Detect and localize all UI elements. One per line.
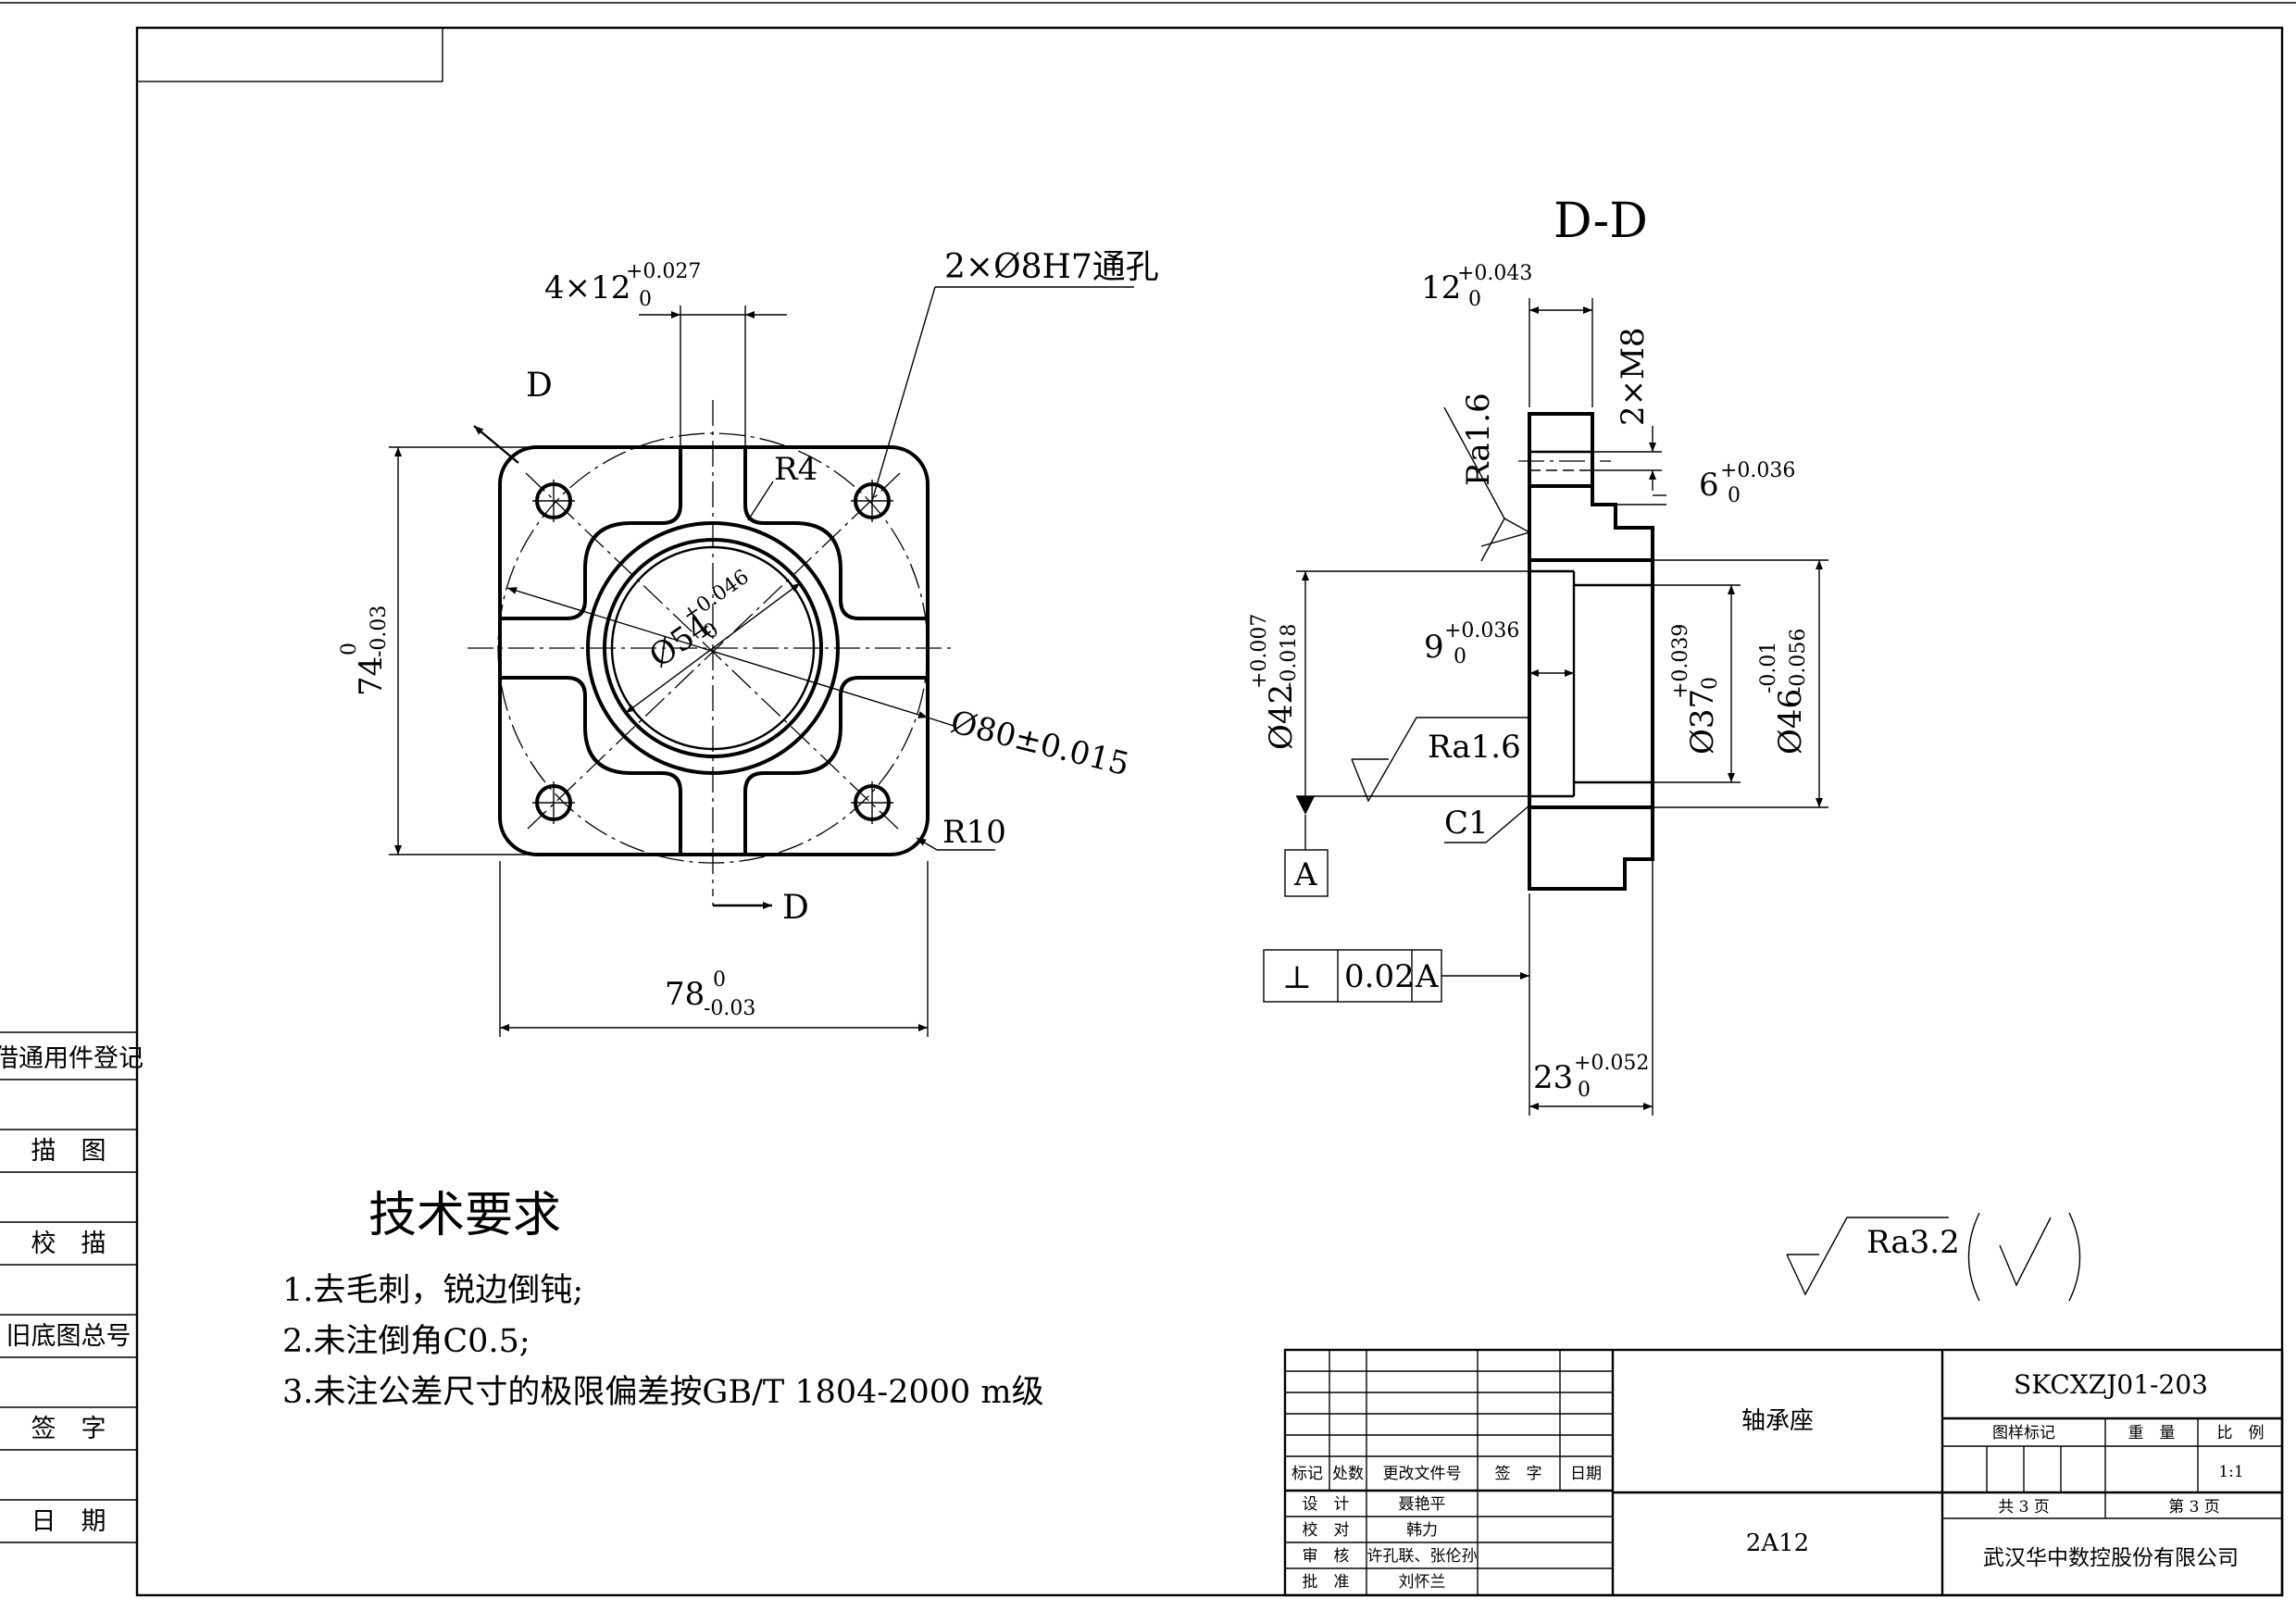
dim-d46-main: Ø46	[1772, 689, 1809, 755]
tb-sheet-total: 共 3 页	[1998, 1498, 2050, 1517]
dim-slot-width: 4×12	[544, 269, 630, 306]
dim-d42-main: Ø42	[1263, 684, 1300, 750]
dim-height: 74 0 -0.03	[338, 606, 391, 696]
geometric-tolerance-frame: ⊥ 0.02 A	[1263, 949, 1529, 1003]
dim-step-tol-lower: 0	[1728, 484, 1741, 507]
tb-name-approve: 刘怀兰	[1399, 1573, 1446, 1592]
dim-width-tol-lower: -0.03	[704, 997, 755, 1020]
dim-depth-tol-upper: +0.036	[1444, 619, 1519, 643]
dim-pcd: Ø80±0.015	[947, 704, 1133, 783]
mounting-hole	[851, 781, 893, 824]
technical-requirements: 技术要求 1.去毛刺，锐边倒钝; 2.未注倒角C0.5; 3.未注公差尺寸的极限…	[282, 1188, 1044, 1411]
side-label-trace: 描 图	[31, 1137, 106, 1166]
dim-d42-tol-lower: -0.018	[1278, 624, 1301, 689]
requirement-item: 1.去毛刺，锐边倒钝;	[282, 1272, 583, 1309]
tb-scale-value: 1:1	[2218, 1463, 2243, 1481]
tb-stage-label: 图样标记	[1992, 1424, 2055, 1442]
tb-name-design: 聂艳平	[1399, 1495, 1446, 1514]
dim-r4: R4	[774, 451, 817, 488]
dim-d37-tol-upper: +0.039	[1669, 624, 1692, 699]
dim-width-tol-upper: 0	[713, 968, 726, 992]
tb-header-mark: 标记	[1292, 1465, 1323, 1483]
tb-header-change-doc: 更改文件号	[1383, 1465, 1462, 1483]
tb-role-review: 审 核	[1303, 1547, 1350, 1566]
dim-length-tol-upper: +0.052	[1574, 1052, 1649, 1075]
left-side-strip: 借通用件登记 描 图 校 描 旧底图总号 签 字 日 期	[0, 1031, 144, 1543]
front-view: D D 4×12 +0.027 0 2×Ø8H7通孔 R4 R10 Ø54 +0…	[338, 248, 1159, 1037]
side-label-signature: 签 字	[31, 1415, 106, 1443]
section-title: D-D	[1554, 194, 1648, 249]
general-roughness: Ra3.2	[1786, 1212, 2081, 1302]
title-block: 标记 处数 更改文件号 签 字 日期 设 计 校 对 审 核 批 准 聂艳平 韩…	[1283, 1348, 2284, 1597]
side-label-borrow: 借通用件登记	[0, 1044, 144, 1073]
dim-slot-tol-lower: 0	[639, 288, 652, 311]
tb-name-review: 许孔联、张伦孙	[1367, 1547, 1478, 1566]
section-mark-bottom: D	[782, 889, 809, 927]
tolerance-value: 0.02	[1344, 958, 1415, 995]
dim-d42-tol-upper: +0.007	[1248, 614, 1271, 689]
dim-height-tol-lower: -0.03	[368, 606, 391, 657]
dim-chamfer: C1	[1444, 805, 1489, 842]
side-label-date: 日 期	[31, 1507, 106, 1536]
dim-depth-tol-lower: 0	[1454, 645, 1466, 668]
tolerance-datum: A	[1415, 958, 1439, 995]
dim-length: 23	[1533, 1059, 1573, 1096]
tb-role-approve: 批 准	[1303, 1573, 1350, 1592]
dim-r10: R10	[942, 814, 1006, 851]
roughness-top: Ra1.6	[1460, 393, 1497, 486]
tb-header-count: 处数	[1332, 1465, 1364, 1483]
datum-label: A	[1293, 856, 1317, 893]
datum-box	[1284, 849, 1329, 897]
dim-d37-tol-lower: 0	[1699, 677, 1722, 690]
dim-hole-note: 2×Ø8H7通孔	[944, 248, 1159, 286]
dim-d37-main: Ø37	[1684, 689, 1721, 755]
general-roughness-label: Ra3.2	[1866, 1224, 1960, 1261]
dim-step-tol-upper: +0.036	[1720, 459, 1795, 482]
dim-thread: 2×M8	[1615, 327, 1652, 426]
tb-role-design: 设 计	[1303, 1495, 1350, 1514]
side-label-old-number: 旧底图总号	[6, 1322, 131, 1351]
dim-d46-tol-lower: -0.056	[1787, 629, 1810, 693]
tb-role-check: 校 对	[1303, 1521, 1350, 1540]
section-mark-top: D	[526, 367, 553, 405]
side-label-check-trace: 校 描	[31, 1230, 106, 1258]
dim-step: 6	[1699, 467, 1719, 504]
mounting-hole	[532, 781, 575, 824]
dim-d46-tol-upper: -0.01	[1757, 642, 1780, 693]
dim-length-tol-lower: 0	[1578, 1079, 1591, 1102]
dim-height-tol-upper: 0	[338, 643, 361, 655]
mounting-hole	[532, 480, 575, 522]
tb-header-date: 日期	[1570, 1465, 1602, 1483]
requirement-item: 3.未注公差尺寸的极限偏差按GB/T 1804-2000 m级	[282, 1374, 1044, 1411]
dim-height-main: 74	[353, 656, 390, 696]
dim-top-tol-lower: 0	[1468, 288, 1481, 311]
tb-weight-label: 重 量	[2128, 1424, 2176, 1442]
flange-outline	[498, 445, 930, 856]
dim-width-main: 78	[665, 976, 705, 1013]
dim-slot-tol-upper: +0.027	[626, 260, 701, 283]
tb-header-signature: 签 字	[1495, 1465, 1542, 1483]
tolerance-symbol: ⊥	[1282, 959, 1312, 996]
dim-d37: Ø37 +0.039 0	[1669, 624, 1722, 755]
dim-top-width: 12	[1421, 269, 1461, 306]
requirements-title: 技术要求	[368, 1188, 561, 1243]
section-view: D-D 12 +0.043 0 2×M8 6	[1248, 194, 1828, 1116]
dim-d46: Ø46 -0.01 -0.056	[1757, 629, 1810, 755]
roughness-mid: Ra1.6	[1428, 729, 1521, 766]
dim-bore-tol-upper: +0.046	[679, 566, 754, 628]
dim-d42: Ø42 +0.007 -0.018	[1248, 614, 1301, 750]
tb-scale-label: 比 例	[2217, 1424, 2265, 1442]
tb-part-name: 轴承座	[1741, 1407, 1814, 1435]
tb-sheet-number: 第 3 页	[2168, 1498, 2220, 1517]
dim-depth: 9	[1424, 629, 1444, 666]
dim-top-tol-upper: +0.043	[1457, 262, 1532, 285]
tb-drawing-number: SKCXZJ01-203	[2014, 1369, 2208, 1400]
tb-company: 武汉华中数控股份有限公司	[1983, 1546, 2239, 1570]
requirement-item: 2.未注倒角C0.5;	[282, 1323, 530, 1360]
section-hatch-bottom	[1528, 805, 1654, 891]
tb-name-check: 韩力	[1406, 1521, 1438, 1540]
tb-material: 2A12	[1746, 1529, 1809, 1557]
